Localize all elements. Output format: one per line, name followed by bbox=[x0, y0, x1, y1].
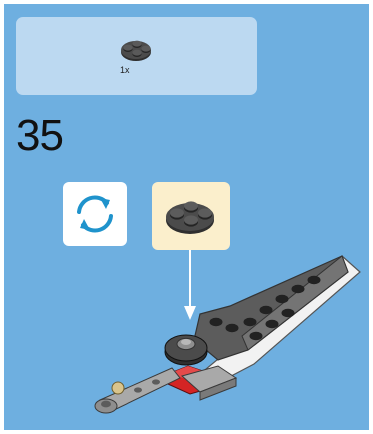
gray-bar-arm bbox=[95, 368, 180, 413]
placement-arrow bbox=[184, 250, 196, 320]
instruction-panel: 1x 35 bbox=[4, 4, 369, 430]
model-assembly-illustration bbox=[4, 4, 369, 430]
placed-round-plate bbox=[165, 335, 207, 365]
